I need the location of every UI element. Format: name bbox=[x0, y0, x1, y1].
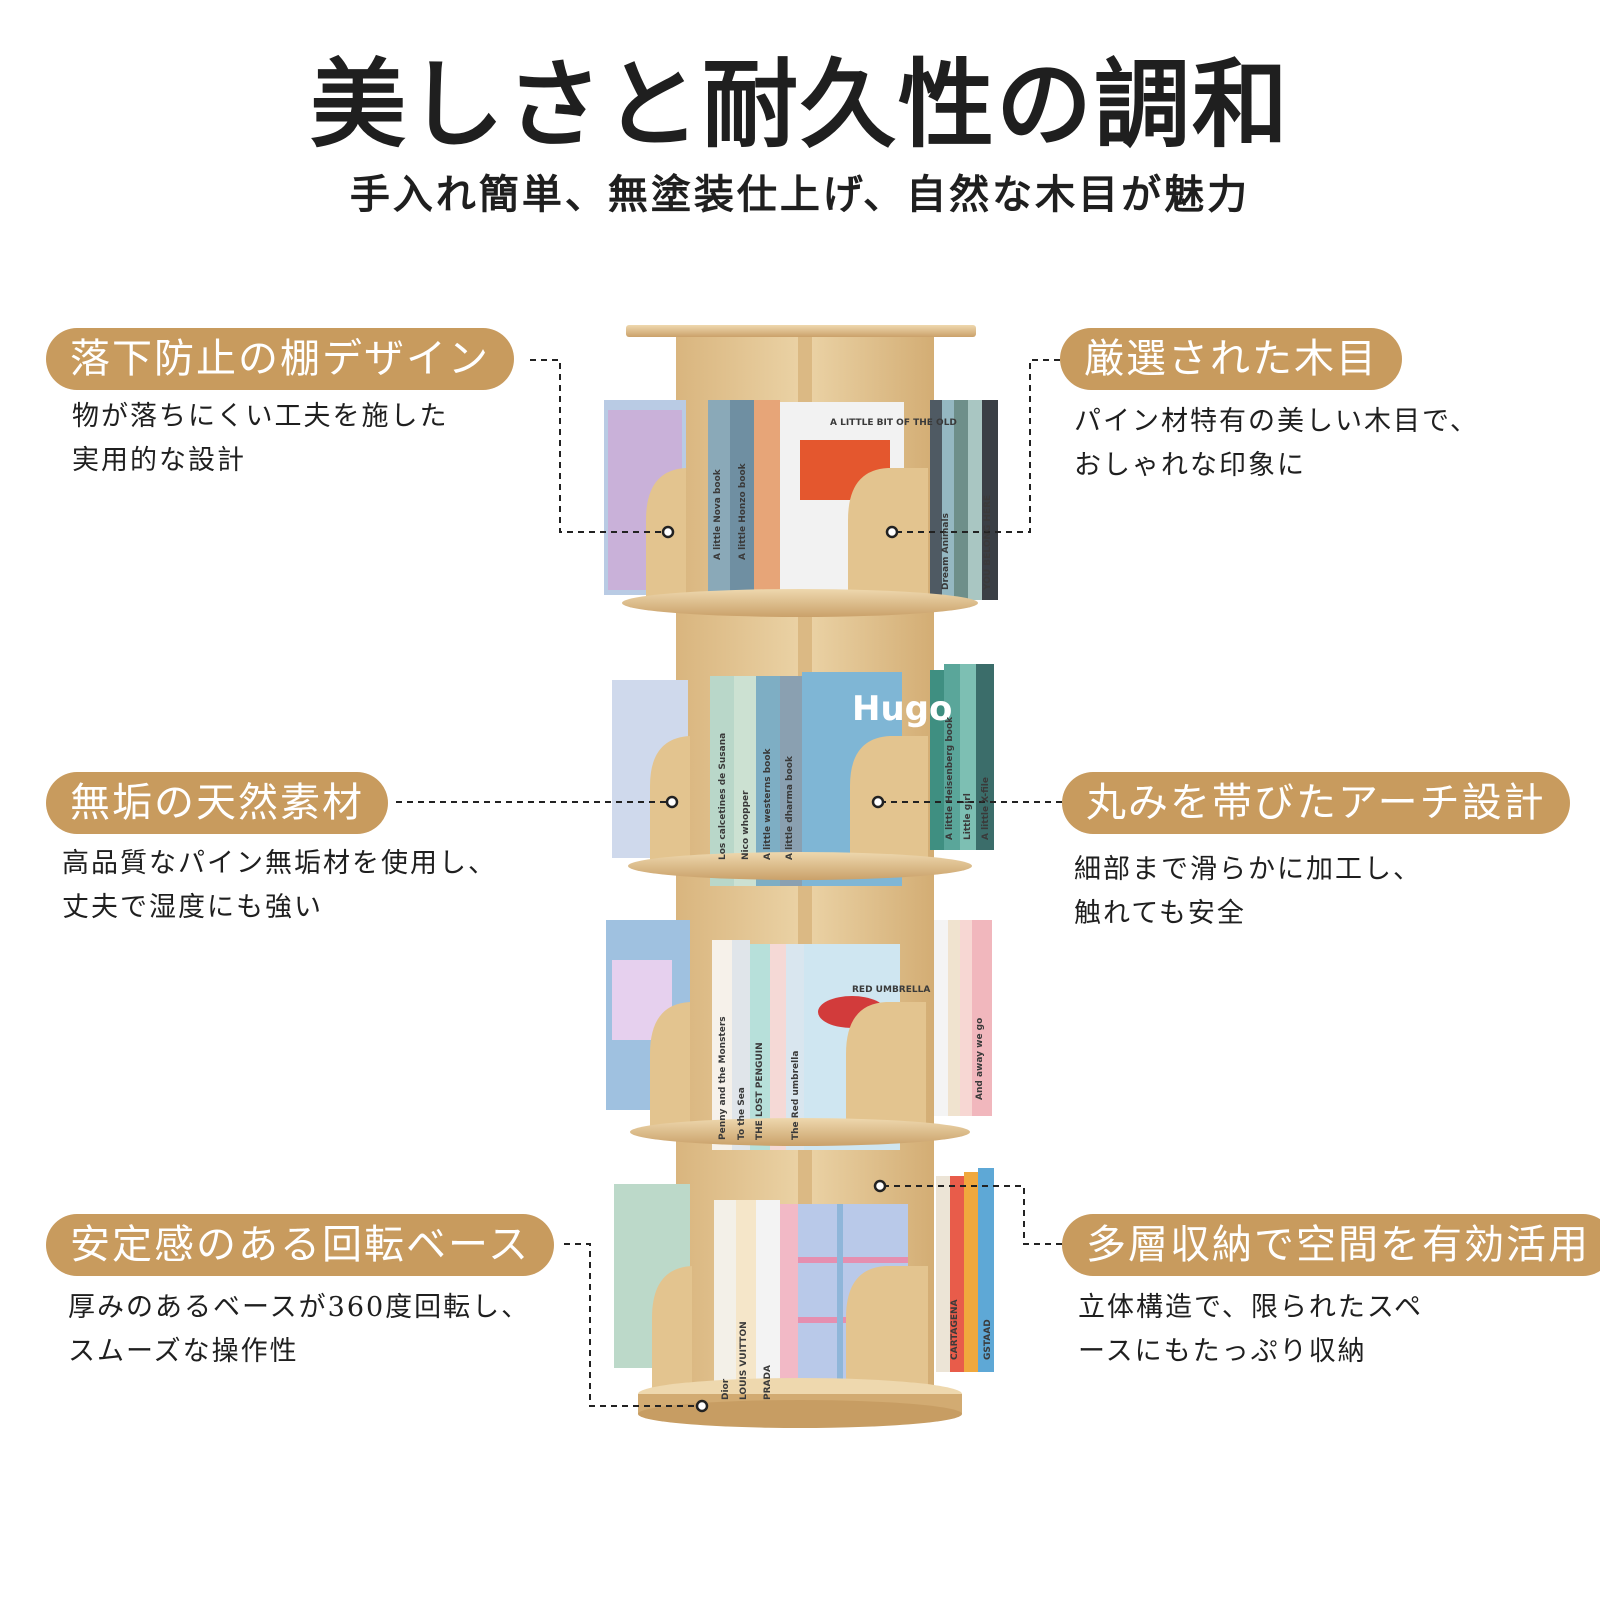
book-spine-label: A little dharma book bbox=[785, 755, 795, 860]
book-spine-label: GSTAAD bbox=[983, 1319, 993, 1360]
book-spine-label: Dior bbox=[721, 1378, 731, 1400]
feature-desc-anti-fall: 物が落ちにくい工夫を施した 実用的な設計 bbox=[72, 395, 448, 483]
tier-2-right-arch bbox=[850, 736, 928, 862]
book-spine-label: CARTAGENA bbox=[950, 1299, 960, 1360]
feature-desc-rotating-base: 厚みのあるベースが360度回転し、 スムーズな操作性 bbox=[68, 1286, 530, 1374]
book-spine-label: Nico whopper bbox=[741, 790, 751, 860]
feature-desc-line: 高品質なパイン無垢材を使用し、 bbox=[62, 848, 497, 879]
feature-label-wood-grain: 厳選された木目 bbox=[1060, 328, 1402, 390]
book-spine-label: A little Honzo book bbox=[738, 462, 748, 560]
feature-desc-line: パイン材特有の美しい木目で、 bbox=[1074, 406, 1479, 437]
book-spine-label: Penny and the Monsters bbox=[718, 1016, 728, 1140]
feature-desc-natural-material: 高品質なパイン無垢材を使用し、 丈夫で湿度にも強い bbox=[62, 842, 497, 930]
book-spine-label: PRADA bbox=[763, 1365, 773, 1400]
tier-4-left-arch bbox=[652, 1266, 692, 1392]
book-spine-label: And away we go bbox=[975, 1018, 985, 1100]
tier-3-left-arch bbox=[650, 1002, 690, 1128]
feature-desc-line: ースにもたっぷり収納 bbox=[1078, 1336, 1367, 1367]
connector-dots bbox=[661, 525, 899, 1413]
feature-label-multi-tier-storage: 多層収納で空間を有効活用 bbox=[1062, 1214, 1600, 1276]
rotating-base-bottom bbox=[638, 1400, 962, 1428]
book-spine-label: A LITTLE BIT OF THE OLD bbox=[830, 418, 957, 428]
tier-1-shelf bbox=[622, 589, 978, 617]
feature-desc-line: おしゃれな印象に bbox=[1074, 450, 1306, 481]
tier-4-right-arch bbox=[846, 1266, 928, 1392]
tier-2-shelf bbox=[628, 852, 972, 880]
book-spine-label: Dream Animals bbox=[941, 513, 951, 590]
feature-desc-line: 物が落ちにくい工夫を施した bbox=[72, 401, 449, 432]
book-spine-label: Los calcetines de Susana bbox=[718, 733, 728, 860]
tier-3-shelf bbox=[630, 1118, 970, 1146]
book-spine-label: A little Heisenberg book bbox=[945, 716, 955, 840]
book-spine-label: Hugo bbox=[852, 689, 952, 729]
feature-desc-line: 厚みのあるベースが360度回転し、 bbox=[68, 1292, 531, 1323]
feature-label-rotating-base: 安定感のある回転ベース bbox=[46, 1214, 554, 1276]
feature-desc-wood-grain: パイン材特有の美しい木目で、 おしゃれな印象に bbox=[1074, 400, 1479, 488]
book-spine-label: A little Nova book bbox=[713, 468, 723, 560]
feature-desc-arch-design: 細部まで滑らかに加工し、 触れても安全 bbox=[1074, 848, 1422, 936]
top-board bbox=[626, 325, 976, 337]
book-spine-label: YOU BELONG HERE bbox=[983, 495, 993, 591]
feature-label-anti-fall: 落下防止の棚デザイン bbox=[46, 328, 514, 390]
feature-desc-line: 実用的な設計 bbox=[72, 445, 246, 476]
feature-desc-line: スムーズな操作性 bbox=[68, 1336, 299, 1367]
book-spine-label: A little westerns book bbox=[763, 747, 773, 860]
feature-desc-multi-tier-storage: 立体構造で、限られたスペ ースにもたっぷり収納 bbox=[1078, 1286, 1423, 1374]
feature-label-natural-material: 無垢の天然素材 bbox=[46, 772, 388, 834]
feature-label-arch-design: 丸みを帯びたアーチ設計 bbox=[1062, 772, 1570, 834]
page-title: 美しさと耐久性の調和 bbox=[310, 48, 1290, 161]
feature-desc-line: 触れても安全 bbox=[1074, 898, 1246, 929]
book-spine-label: A little X-file bbox=[981, 777, 991, 840]
feature-desc-line: 丈夫で湿度にも強い bbox=[62, 892, 323, 923]
book-spine-label: LOUIS VUITTON bbox=[739, 1321, 749, 1400]
feature-desc-line: 立体構造で、限られたスペ bbox=[1078, 1292, 1424, 1323]
feature-desc-line: 細部まで滑らかに加工し、 bbox=[1074, 854, 1422, 885]
tier-3-right-arch bbox=[846, 1002, 926, 1128]
book-spine-label: To the Sea bbox=[737, 1087, 747, 1140]
page-subtitle: 手入れ簡単、無塗装仕上げ、自然な木目が魅力 bbox=[349, 171, 1251, 218]
book-spine-label: Little girl bbox=[963, 793, 973, 840]
book-spine-label: The Red umbrella bbox=[791, 1051, 801, 1140]
book-spine-label: RED UMBRELLA bbox=[852, 985, 930, 995]
connector-lines bbox=[396, 359, 1062, 1407]
book-spine-label: THE LOST PENGUIN bbox=[755, 1042, 765, 1140]
